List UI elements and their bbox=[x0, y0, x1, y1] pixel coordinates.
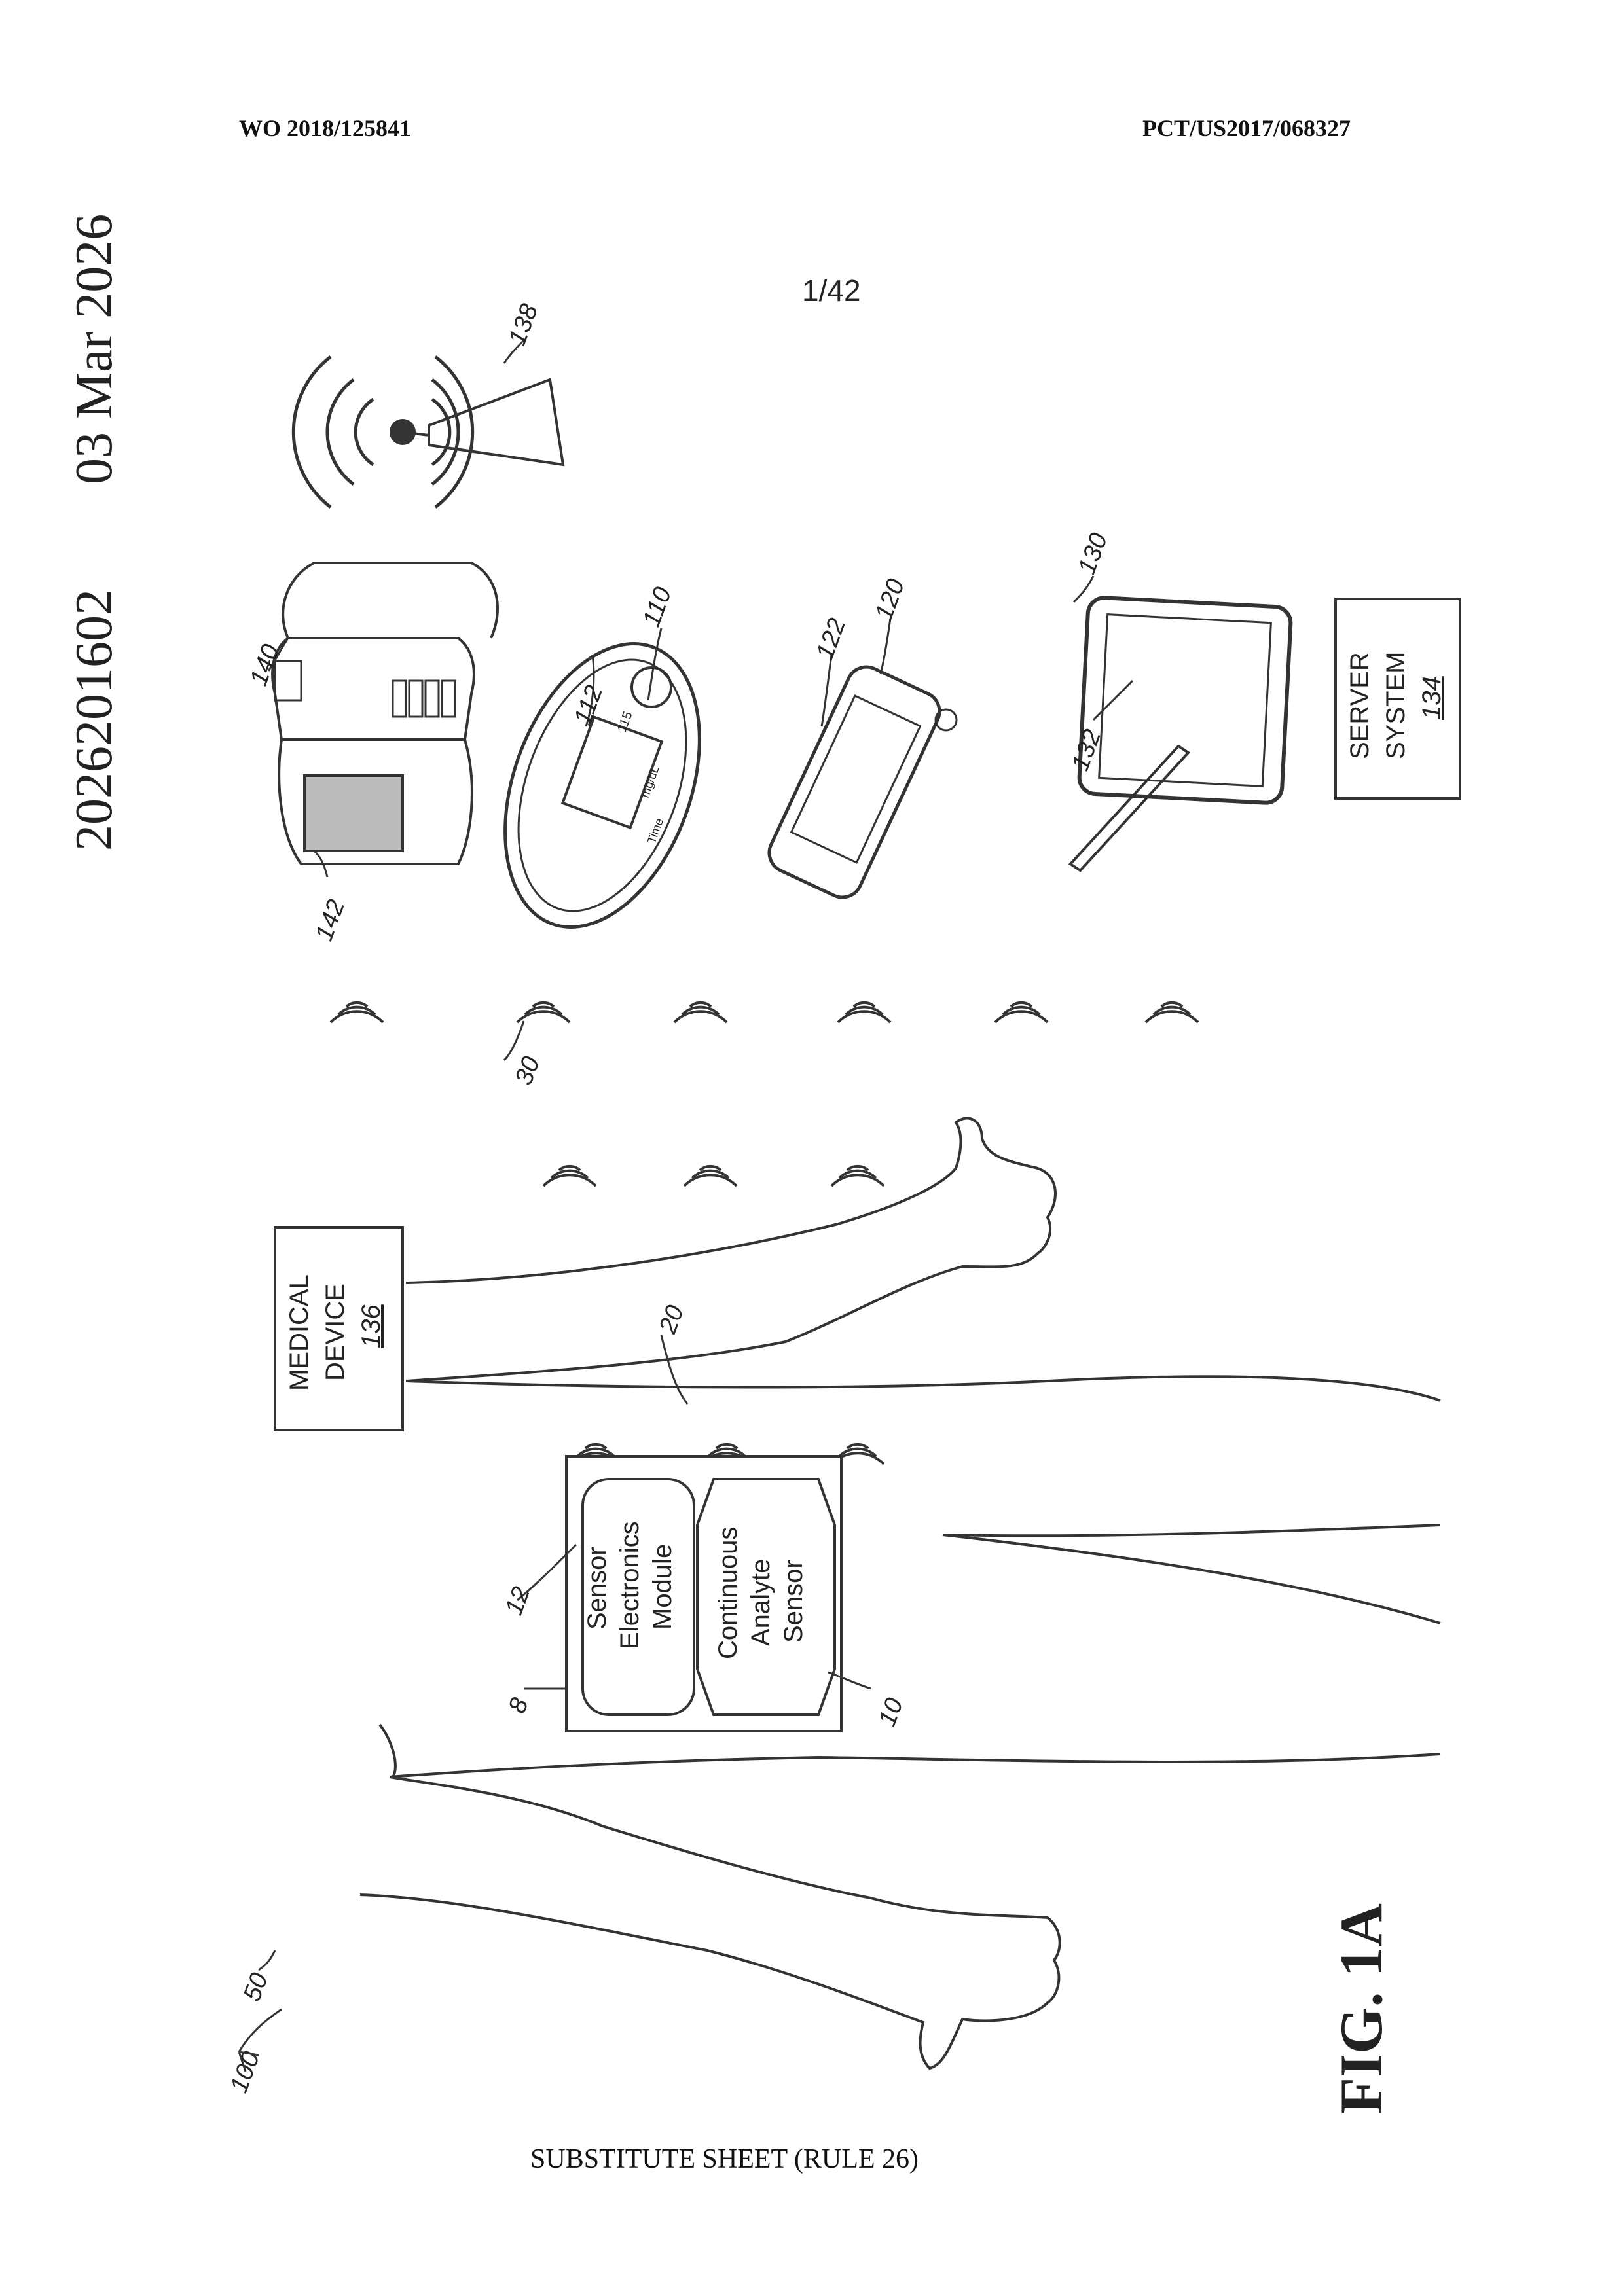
sheet-number: 1/42 bbox=[802, 274, 861, 308]
label-50: 50 bbox=[238, 1969, 274, 2005]
medical-device-line-2: DEVICE bbox=[321, 1283, 350, 1381]
signal-arcs-30 bbox=[331, 1003, 1198, 1022]
label-10: 10 bbox=[873, 1695, 909, 1730]
server-line-2: SYSTEM bbox=[1381, 652, 1410, 759]
label-20: 20 bbox=[654, 1302, 689, 1338]
receiver-screen-axis: Time bbox=[645, 817, 666, 846]
medical-device-box: MEDICAL DEVICE 136 bbox=[275, 1227, 403, 1430]
sensor-line-1: Continuous bbox=[714, 1527, 742, 1659]
side-date: 03 Mar 2026 bbox=[65, 214, 123, 484]
tablet-icon bbox=[1070, 597, 1292, 870]
signal-arcs-arm bbox=[543, 1166, 884, 1186]
module-line-2: Electronics bbox=[615, 1521, 644, 1649]
watch-display bbox=[304, 776, 403, 851]
side-stamp: 2026201602 03 Mar 2026 bbox=[65, 214, 123, 851]
reference-labels: 138 140 142 112 110 122 120 130 132 30 2… bbox=[225, 300, 1113, 2096]
figure-label: FIG. 1A bbox=[1328, 1903, 1395, 2114]
receiver-device-icon: 115 mg/dL Time bbox=[469, 617, 736, 954]
server-system-box: SERVER SYSTEM 134 bbox=[1336, 599, 1460, 798]
label-30: 30 bbox=[510, 1053, 545, 1088]
sensor-system-box: Sensor Electronics Module Continuous Ana… bbox=[566, 1456, 841, 1731]
medical-device-ref: 136 bbox=[357, 1304, 386, 1348]
tower-icon bbox=[293, 357, 563, 507]
module-line-1: Sensor bbox=[583, 1547, 611, 1630]
leader-lines bbox=[239, 340, 1133, 2052]
label-110: 110 bbox=[638, 584, 677, 630]
server-line-1: SERVER bbox=[1345, 652, 1374, 759]
sensor-line-2: Analyte bbox=[746, 1559, 775, 1646]
label-130: 130 bbox=[1073, 529, 1113, 578]
smartphone-display bbox=[792, 696, 921, 863]
label-8: 8 bbox=[503, 1695, 534, 1717]
label-122: 122 bbox=[811, 615, 851, 663]
medical-device-line-1: MEDICAL bbox=[285, 1274, 314, 1391]
sensor-line-3: Sensor bbox=[779, 1560, 808, 1643]
label-120: 120 bbox=[870, 575, 910, 624]
smartphone-icon bbox=[763, 660, 957, 904]
label-100: 100 bbox=[225, 2048, 265, 2096]
module-line-3: Module bbox=[648, 1544, 677, 1630]
label-142: 142 bbox=[310, 896, 350, 944]
label-140: 140 bbox=[245, 641, 285, 689]
smartwatch-icon bbox=[272, 563, 498, 864]
tablet-display bbox=[1099, 615, 1271, 787]
footer-note: SUBSTITUTE SHEET (RULE 26) bbox=[530, 2144, 919, 2175]
label-138: 138 bbox=[503, 300, 543, 349]
side-number: 2026201602 bbox=[65, 589, 123, 851]
server-ref: 134 bbox=[1417, 676, 1446, 720]
